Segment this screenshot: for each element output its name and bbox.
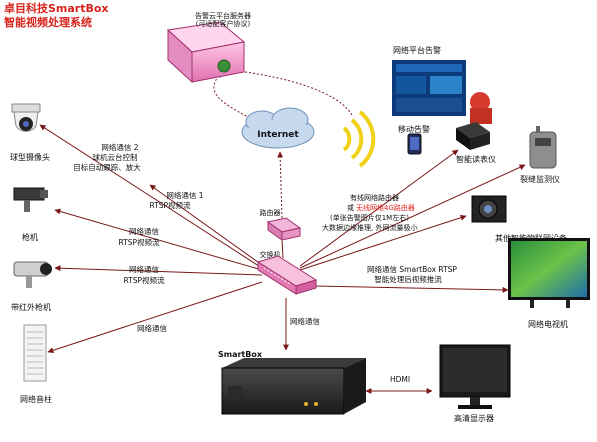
wireless-signal-icon [342, 110, 376, 168]
monitor-label: 高清显示器 [454, 413, 494, 423]
alarm-server: 告警云平台服务器 (可适配客户协议) [166, 11, 251, 84]
router-label: 路由器 [260, 208, 281, 217]
link-switch-router [281, 239, 284, 259]
ir-camera-label: 带红外枪机 [11, 302, 51, 312]
tv-link-line-2: 智能处理后视频推流 [374, 274, 442, 284]
tv-link-line-1: 网络通信 SmartBox RTSP [367, 264, 457, 274]
crack-label: 裂缝监测仪 [520, 174, 560, 184]
switch-device: 交换机 [256, 250, 318, 295]
network-tv-device: 网络电视机 [508, 238, 590, 329]
platform-alarm-label: 网络平台告警 [393, 45, 441, 55]
speaker-link-label: 网络通信 [137, 323, 167, 333]
crack-monitor-device: 裂缝监测仪 [520, 126, 560, 184]
link-meter [299, 149, 459, 267]
link-router-internet [277, 151, 284, 219]
alarm-server-label: 告警云平台服务器 [195, 11, 251, 20]
switch-label: 交换机 [260, 250, 281, 259]
rtsp1-link-line-1: 网络通信 1 [166, 190, 203, 200]
dome-camera-device: 球型摄像头 [10, 103, 50, 162]
router-note-line-1: 有线网络路由器 [350, 193, 399, 202]
connection-lines [39, 71, 526, 394]
hdmi-label: HDMI [390, 375, 410, 384]
rtsp1-link-line-2: RTSP视频流 [149, 200, 191, 210]
mobile-alarm: 移动告警 [398, 124, 430, 155]
gun-link-line-1: 网络通信 [129, 226, 159, 236]
hd-monitor-device: 高清显示器 [439, 344, 511, 423]
speaker-label: 网络音柱 [20, 394, 52, 404]
dome-link-line-1: 网络通信 2 [101, 142, 138, 152]
iot-device: 其他智能物联网设备 [471, 195, 567, 243]
mobile-alarm-label: 移动告警 [398, 124, 430, 134]
link-gun [54, 208, 263, 271]
smartbox-link-label: 网络通信 [290, 316, 320, 326]
internet-cloud: Internet [241, 107, 315, 149]
title-line-2: 智能视频处理系统 [4, 16, 92, 29]
router-note-line-4: 大数据边缘推理, 外网流量极小 [322, 223, 417, 232]
alarm-server-sublabel: (可适配客户协议) [196, 19, 251, 28]
link-iot [299, 214, 467, 271]
link-rtsp1 [149, 184, 263, 266]
router-note-line-3: (单张告警图片仅1M左右) [330, 213, 409, 222]
dome-link-line-2: 球机云台控制 [93, 152, 138, 162]
router-note-line-2a: 或 [347, 203, 354, 212]
router-note-line-2b: 无线网络4G路由器 [356, 203, 415, 212]
gun-link-line-2: RTSP视频流 [118, 237, 160, 247]
smartbox-device: SmartBox [218, 350, 366, 415]
diagram-title: 卓目科技SmartBox 智能视频处理系统 [4, 2, 109, 30]
link-ir [54, 265, 263, 276]
router-note: 有线网络路由器 或 无线网络4G路由器 (单张告警图片仅1M左右) 大数据边缘推… [322, 193, 417, 232]
meter-label: 智能读表仪 [456, 154, 496, 164]
internet-label: Internet [257, 130, 299, 140]
link-tv [314, 285, 509, 293]
platform-alarm: 网络平台告警 [392, 45, 492, 124]
dome-link-line-3: 目标自动跟踪、放大 [73, 162, 141, 172]
ir-link-line-1: 网络通信 [129, 264, 159, 274]
link-internet-server [213, 71, 251, 119]
speaker-device: 网络音柱 [20, 324, 52, 404]
gun-camera-label: 枪机 [22, 232, 38, 242]
title-line-1: 卓目科技SmartBox [4, 2, 109, 15]
ir-link-line-2: RTSP视频流 [123, 275, 165, 285]
tv-label: 网络电视机 [528, 319, 568, 329]
smartbox-label: SmartBox [218, 350, 263, 359]
link-crack [299, 164, 526, 269]
dome-camera-label: 球型摄像头 [10, 152, 50, 162]
link-speaker [47, 281, 263, 354]
ir-camera-device: 带红外枪机 [11, 261, 52, 312]
link-dome [39, 124, 263, 269]
router-device: 路由器 [260, 208, 302, 241]
smart-meter-device: 智能读表仪 [456, 122, 496, 164]
gun-camera-device: 枪机 [13, 187, 48, 242]
link-server-platform [244, 71, 353, 116]
